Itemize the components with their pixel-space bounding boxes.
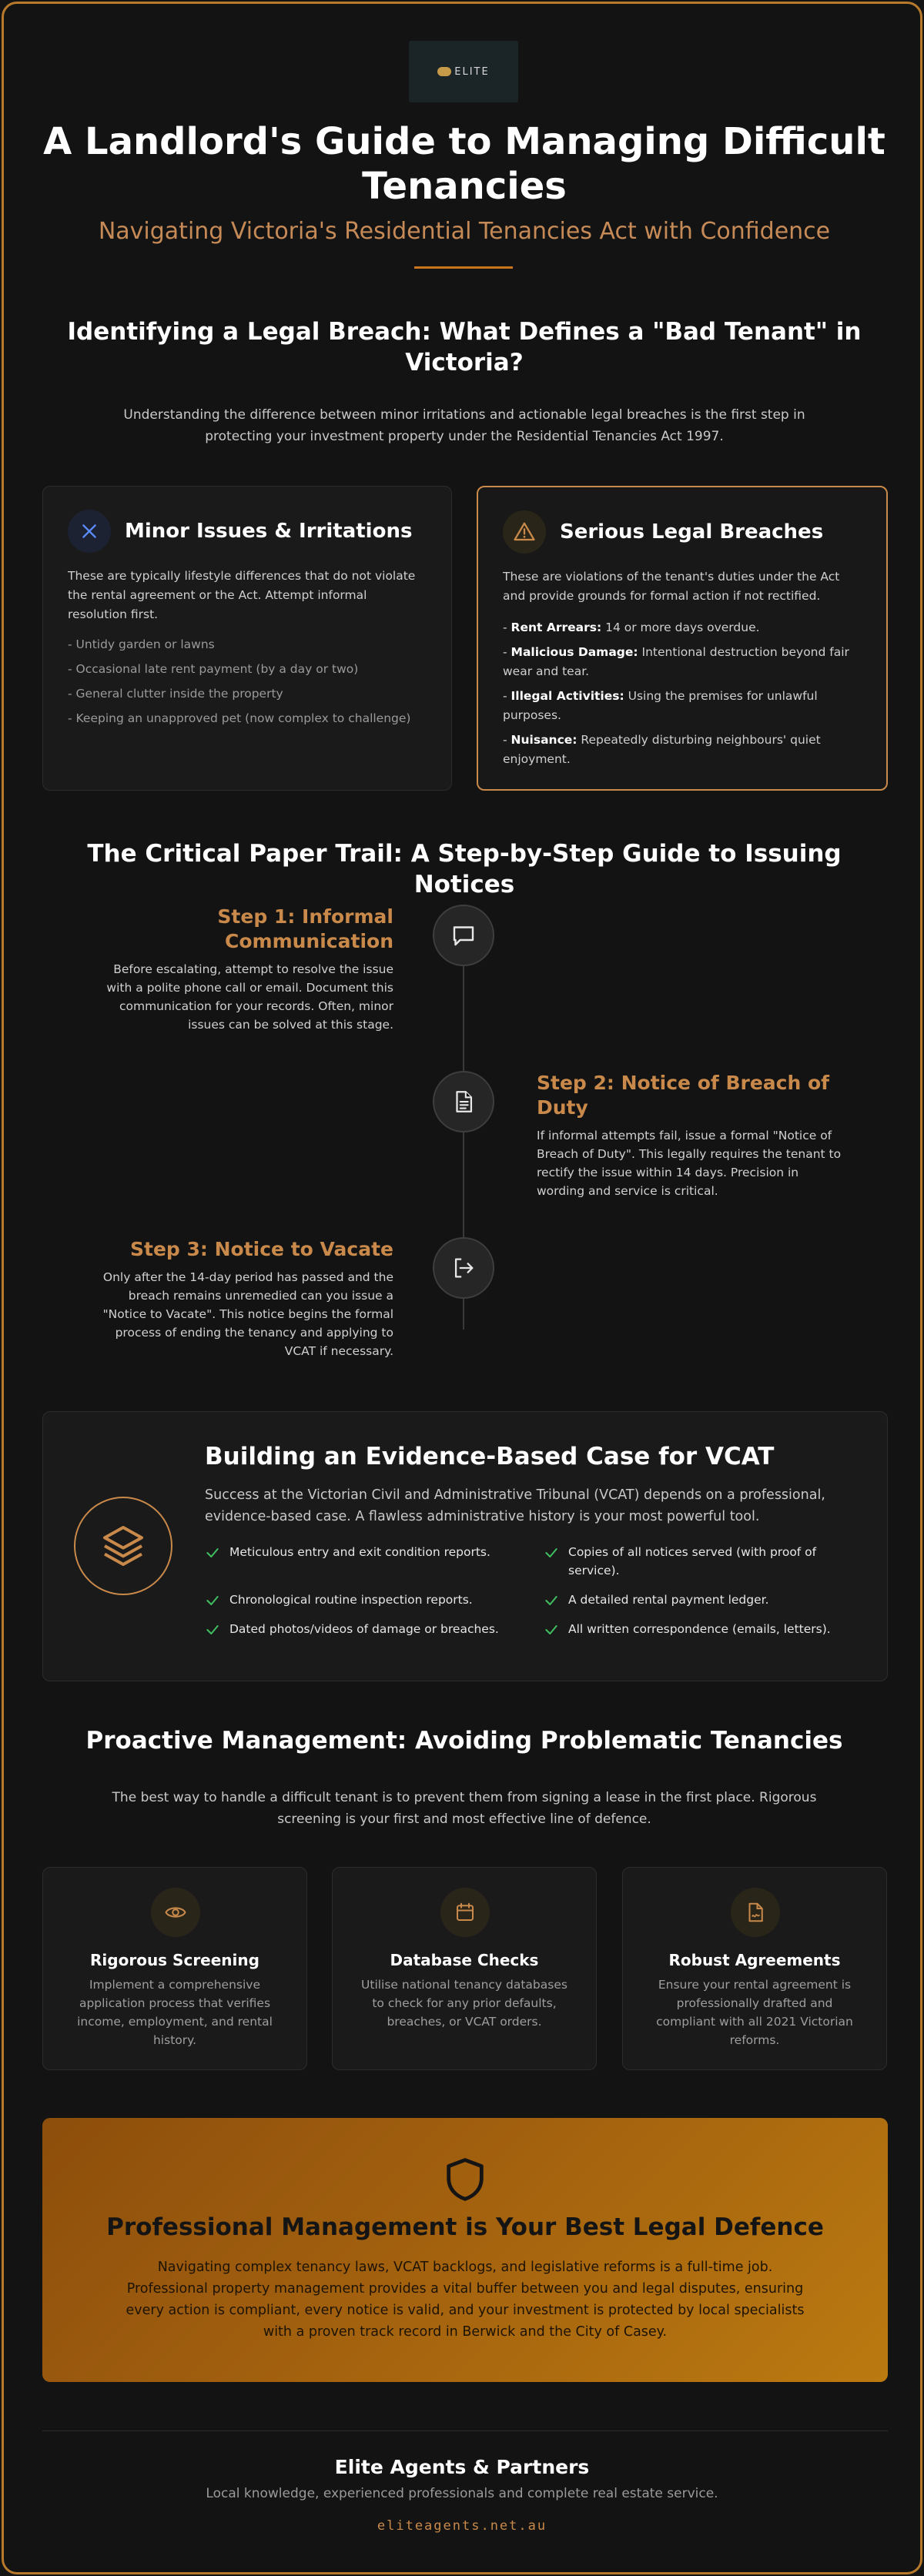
serious-card-header: Serious Legal Breaches <box>503 510 823 554</box>
contract-icon <box>731 1888 780 1937</box>
step-2: Step 2: Notice of Breach of Duty If info… <box>537 1071 845 1200</box>
feature-card-database: Database Checks Utilise national tenancy… <box>332 1867 597 2070</box>
evidence-checklist: Meticulous entry and exit condition repo… <box>205 1543 859 1638</box>
feature-text: Implement a comprehensive application pr… <box>77 1978 273 2047</box>
list-item: - Malicious Damage: Intentional destruct… <box>503 645 849 678</box>
document-icon <box>433 1071 494 1132</box>
layers-icon <box>74 1497 172 1595</box>
step-2-title: Step 2: Notice of Breach of Duty <box>537 1072 830 1119</box>
check-icon <box>545 1625 557 1634</box>
feature-title: Rigorous Screening <box>90 1951 259 1969</box>
checklist-item: Copies of all notices served (with proof… <box>544 1543 859 1580</box>
warning-icon <box>503 510 546 554</box>
step-1-text: Before escalating, attempt to resolve th… <box>106 962 393 1032</box>
footer-company-name: Elite Agents & Partners <box>334 2456 590 2478</box>
list-item: - Illegal Activities: Using the premises… <box>503 689 818 722</box>
page-subtitle: Navigating Victoria's Residential Tenanc… <box>98 218 831 245</box>
serious-card-title: Serious Legal Breaches <box>560 520 824 544</box>
checklist-item: A detailed rental payment ledger. <box>544 1591 859 1609</box>
proactive-lead: The best way to handle a difficult tenan… <box>112 1790 817 1827</box>
step-1: Step 1: Informal Communication Before es… <box>85 905 393 1034</box>
minor-card-text: These are typically lifestyle difference… <box>68 569 416 621</box>
feature-text: Ensure your rental agreement is professi… <box>656 1978 853 2047</box>
serious-breaches-card: Serious Legal Breaches These are violati… <box>477 486 888 791</box>
check-icon <box>206 1625 219 1634</box>
vcat-evidence-card: Building an Evidence-Based Case for VCAT… <box>42 1411 888 1681</box>
checklist-item: Chronological routine inspection reports… <box>205 1591 544 1609</box>
feature-card-agreements: Robust Agreements Ensure your rental agr… <box>622 1867 887 2070</box>
vcat-title: Building an Evidence-Based Case for VCAT <box>205 1443 775 1470</box>
check-icon <box>206 1548 219 1557</box>
footer-divider <box>42 2430 888 2431</box>
paper-trail-heading: The Critical Paper Trail: A Step-by-Step… <box>87 840 842 898</box>
cta-title: Professional Management is Your Best Leg… <box>106 2213 824 2241</box>
step-1-title: Step 1: Informal Communication <box>217 905 393 952</box>
check-icon <box>206 1596 219 1605</box>
breach-lead: Understanding the difference between min… <box>123 407 805 444</box>
footer-tagline: Local knowledge, experienced professiona… <box>206 2486 718 2501</box>
minor-card-body: These are typically lifestyle difference… <box>68 567 430 734</box>
feature-title: Robust Agreements <box>668 1951 841 1969</box>
feature-title: Database Checks <box>390 1951 539 1969</box>
brand-logo[interactable]: ELITE <box>409 41 518 102</box>
proactive-heading: Proactive Management: Avoiding Problemat… <box>85 1727 843 1755</box>
minor-card-title: Minor Issues & Irritations <box>125 520 413 543</box>
list-item: - Occasional late rent payment (by a day… <box>68 662 359 676</box>
cta-text: Navigating complex tenancy laws, VCAT ba… <box>126 2260 805 2340</box>
close-icon <box>68 510 111 553</box>
page-title: A Landlord's Guide to Managing Difficult… <box>43 120 886 208</box>
shield-icon <box>440 2155 490 2207</box>
list-item: - Nuisance: Repeatedly disturbing neighb… <box>503 733 821 766</box>
minor-card-header: Minor Issues & Irritations <box>68 510 412 553</box>
checklist-item: All written correspondence (emails, lett… <box>544 1620 859 1638</box>
eye-icon <box>151 1888 200 1937</box>
serious-card-body: These are violations of the tenant's dut… <box>503 567 865 774</box>
serious-breach-list: - Rent Arrears: 14 or more days overdue.… <box>503 618 865 769</box>
list-item: - Rent Arrears: 14 or more days overdue. <box>503 621 760 634</box>
checklist-item: Dated photos/videos of damage or breache… <box>205 1620 544 1638</box>
step-3-text: Only after the 14-day period has passed … <box>102 1270 393 1358</box>
title-divider <box>414 266 513 269</box>
list-item: - Keeping an unapproved pet (now complex… <box>68 711 411 725</box>
feature-text: Utilise national tenancy databases to ch… <box>361 1978 567 2029</box>
crest-icon <box>437 67 452 76</box>
check-icon <box>545 1596 557 1605</box>
list-item: - Untidy garden or lawns <box>68 637 215 651</box>
exit-icon <box>433 1237 494 1299</box>
vcat-description: Success at the Victorian Civil and Admin… <box>205 1487 825 1524</box>
calendar-icon <box>440 1888 490 1937</box>
breach-heading: Identifying a Legal Breach: What Defines… <box>67 318 862 376</box>
minor-issue-list: - Untidy garden or lawns - Occasional la… <box>68 635 430 728</box>
list-item: - General clutter inside the property <box>68 687 283 701</box>
step-3-title: Step 3: Notice to Vacate <box>130 1238 393 1260</box>
cta-banner: Professional Management is Your Best Leg… <box>42 2118 888 2382</box>
step-2-text: If informal attempts fail, issue a forma… <box>537 1129 842 1198</box>
minor-issues-card: Minor Issues & Irritations These are typ… <box>42 486 452 791</box>
step-3: Step 3: Notice to Vacate Only after the … <box>85 1237 393 1360</box>
serious-card-text: These are violations of the tenant's dut… <box>503 570 840 603</box>
logo-text: ELITE <box>454 65 490 78</box>
feature-card-screening: Rigorous Screening Implement a comprehen… <box>42 1867 307 2070</box>
checklist-item: Meticulous entry and exit condition repo… <box>205 1543 544 1580</box>
timeline-line <box>463 935 464 1330</box>
chat-icon <box>433 905 494 966</box>
check-icon <box>545 1548 557 1557</box>
footer-website-link[interactable]: eliteagents.net.au <box>377 2518 547 2534</box>
